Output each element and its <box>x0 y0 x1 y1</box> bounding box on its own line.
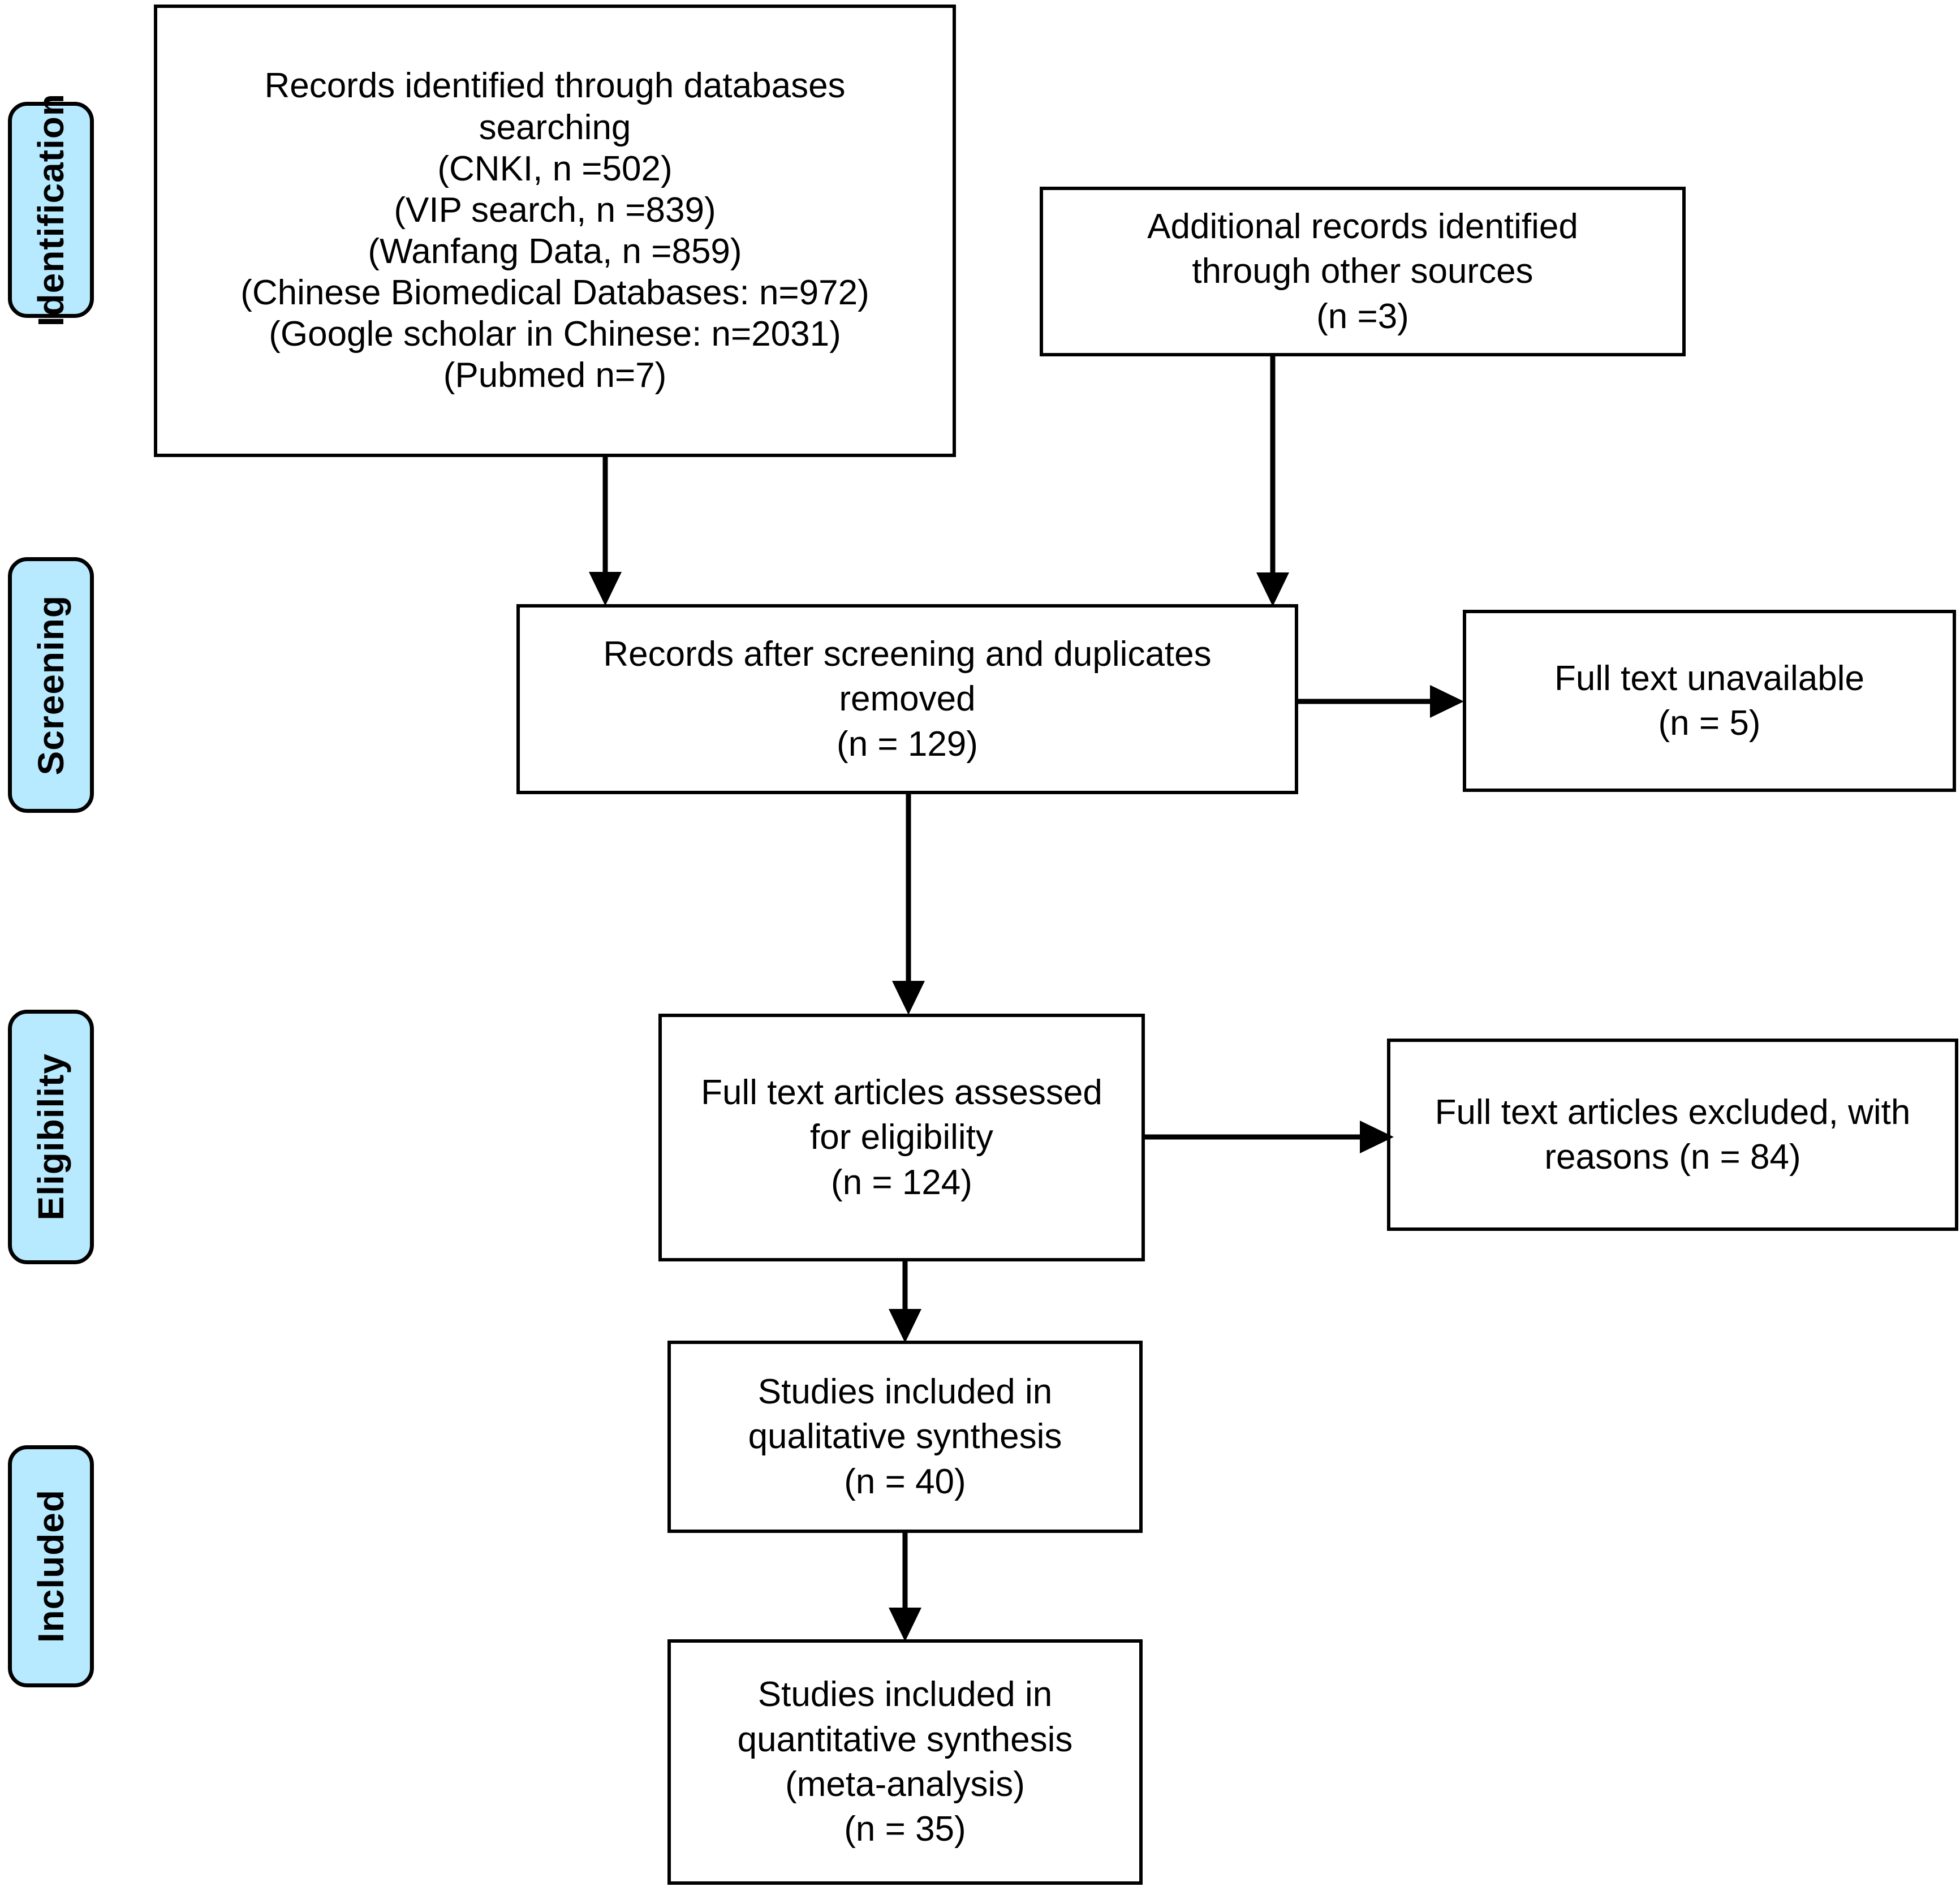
stage-tab-screening: Screening <box>8 557 94 813</box>
arrow-screening-to-full-text-unavailable <box>1296 667 1466 735</box>
box-additional-records: Additional records identified through ot… <box>1040 187 1686 356</box>
arrow-eligibility-to-full-text-excluded <box>1143 1103 1396 1171</box>
stage-tab-label: Eligibility <box>31 1053 71 1221</box>
box-full-text-unavailable: Full text unavailable (n = 5) <box>1463 610 1956 792</box>
box-full-text-excluded: Full text articles excluded, with reason… <box>1387 1039 1958 1231</box>
box-records-identified: Records identified through databases sea… <box>154 5 956 457</box>
arrow-qualitative-to-quantitative <box>871 1531 939 1643</box>
stage-tab-label: Included <box>31 1489 71 1643</box>
box-full-text-excluded-text: Full text articles excluded, with reason… <box>1435 1092 1911 1177</box>
stage-tab-included: Included <box>8 1445 94 1687</box>
box-quantitative-synthesis-text: Studies included in quantitative synthes… <box>737 1675 1073 1849</box>
box-full-text-assessed: Full text articles assessed for eligibil… <box>658 1014 1145 1261</box>
box-full-text-assessed-text: Full text articles assessed for eligibil… <box>701 1072 1102 1202</box>
box-records-after-screening-text: Records after screening and duplicates r… <box>603 634 1212 764</box>
arrow-eligibility-to-qualitative <box>871 1259 939 1344</box>
stage-tab-identification: Identification <box>8 93 94 326</box>
box-qualitative-synthesis: Studies included in qualitative synthesi… <box>667 1341 1143 1533</box>
box-records-identified-text: Records identified through databases sea… <box>240 66 869 395</box>
box-additional-records-text: Additional records identified through ot… <box>1147 206 1578 336</box>
box-records-after-screening: Records after screening and duplicates r… <box>516 604 1298 794</box>
stage-tab-label: Identification <box>31 93 71 327</box>
arrow-additional-records-to-screening <box>1239 355 1307 609</box>
arrow-screening-to-eligibility <box>875 792 942 1017</box>
box-qualitative-synthesis-text: Studies included in qualitative synthesi… <box>748 1372 1062 1501</box>
box-quantitative-synthesis: Studies included in quantitative synthes… <box>667 1639 1143 1885</box>
arrow-records-identified-to-screening <box>571 455 639 608</box>
box-full-text-unavailable-text: Full text unavailable (n = 5) <box>1554 658 1864 743</box>
stage-tab-eligibility: Eligibility <box>8 1010 94 1264</box>
stage-tab-label: Screening <box>31 595 71 776</box>
